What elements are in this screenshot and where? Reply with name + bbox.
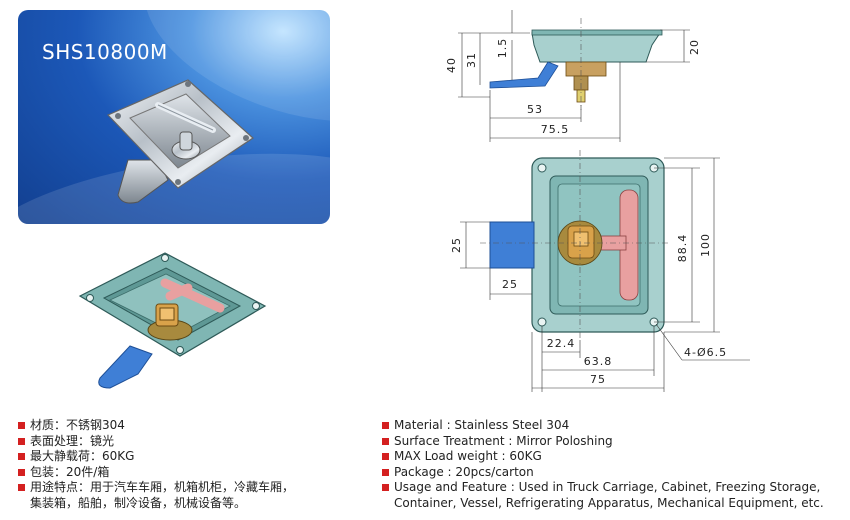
spec-usage: Usage and Feature : Used in Truck Carria… [394,480,821,494]
bullet-icon [18,468,25,476]
spec-row: 材质：不锈钢304 [18,418,348,434]
front-view: 25 25 88.4 100 22.4 63.8 75 4-Ø6.5 [450,150,750,392]
spec-package: Package : 20pcs/carton [394,464,534,479]
spec-package: 包装：20件/箱 [30,464,110,479]
bullet-icon [18,484,25,491]
dim-63-8: 63.8 [584,355,613,368]
side-view: 40 31 1.5 20 53 75.5 [445,10,701,142]
dim-25-width: 25 [502,278,518,291]
bullet-icon [18,453,25,460]
spec-row: 表面处理：镜光 [18,434,348,450]
spec-material: Material : Stainless Steel 304 [394,418,570,432]
dim-hole-callout: 4-Ø6.5 [684,346,727,359]
spec-material: 材质：不锈钢304 [30,418,125,432]
spec-load: MAX Load weight : 60KG [394,449,542,463]
spec-row: Material : Stainless Steel 304 [382,418,842,434]
spec-row: Usage and Feature : Used in Truck Carria… [382,480,842,496]
dim-88-4: 88.4 [676,234,689,263]
spec-load: 最大静载荷：60KG [30,449,135,463]
dim-53: 53 [527,103,543,116]
product-photo [106,79,254,204]
bullet-icon [382,422,389,429]
spec-surface: 表面处理：镜光 [30,433,115,448]
spec-row: MAX Load weight : 60KG [382,449,842,465]
spec-row: 用途特点：用于汽车车厢，机箱机柜，冷藏车厢， [18,480,348,496]
dim-22-4: 22.4 [547,337,576,350]
bullet-icon [18,437,25,445]
dim-25-height: 25 [450,237,463,253]
technical-drawings: 40 31 1.5 20 53 75.5 [445,10,750,392]
spec-row: Package : 20pcs/carton [382,465,842,481]
spec-surface: Surface Treatment : Mirror Poloshing [394,433,613,448]
dim-1-5: 1.5 [496,38,509,59]
specs-english: Material : Stainless Steel 304 Surface T… [382,418,842,511]
bullet-icon [18,422,25,429]
product-banner: SHS10800M [18,10,330,224]
dim-40: 40 [445,57,458,73]
spec-row: Surface Treatment : Mirror Poloshing [382,434,842,450]
spec-usage-cont: 集装箱，船舶，制冷设备，机械设备等。 [30,495,247,510]
bullet-icon [382,453,389,460]
bullet-icon [382,468,389,476]
dim-100: 100 [699,233,712,257]
dim-75: 75 [590,373,606,386]
specs-chinese: 材质：不锈钢304 表面处理：镜光 最大静载荷：60KG 包装：20件/箱 用途… [18,418,348,511]
spec-row: 包装：20件/箱 [18,465,348,481]
spec-row: 最大静载荷：60KG [18,449,348,465]
spec-usage: 用途特点：用于汽车车厢，机箱机柜，冷藏车厢， [30,480,295,494]
dim-31: 31 [465,52,478,68]
model-number: SHS10800M [42,40,168,64]
dim-20: 20 [688,39,701,55]
bullet-icon [382,437,389,445]
dim-75-5: 75.5 [541,123,570,136]
spec-usage-cont: Container, Vessel, Refrigerating Apparat… [394,495,824,510]
bullet-icon [382,484,389,491]
render-3d-view [78,252,267,389]
